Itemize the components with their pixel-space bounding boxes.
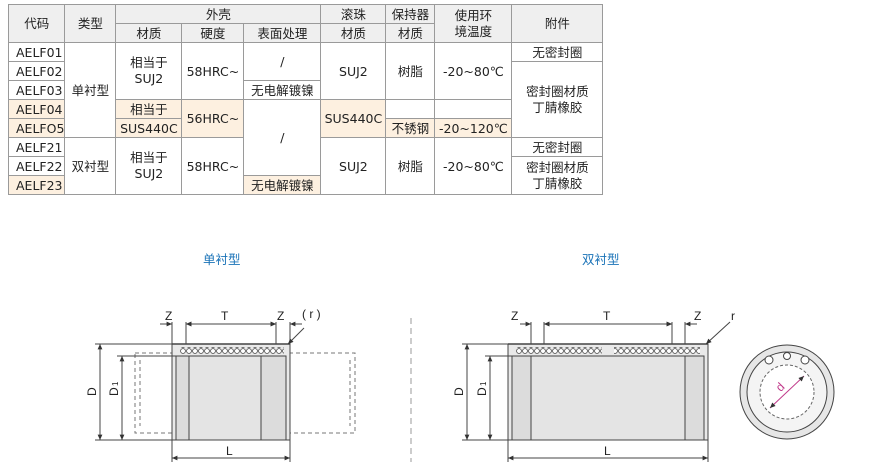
accessory-cell: 无密封圈 xyxy=(511,42,604,62)
type-cell: 双衬型 xyxy=(64,137,117,195)
double-type-drawing xyxy=(462,321,835,462)
surface-cell: 无电解镀镍 xyxy=(243,175,322,195)
dim-t: T xyxy=(221,309,229,323)
dim-l: L xyxy=(226,444,233,458)
single-type-caption: 单衬型 xyxy=(203,252,241,267)
dim-r: ( r ) xyxy=(302,307,321,321)
ball-material-cell: SUS440C xyxy=(320,99,387,138)
dim-z-left: Z xyxy=(511,309,518,323)
header-retainer: 保持器 xyxy=(385,4,436,24)
accessory-cell: 无密封圈 xyxy=(511,137,604,157)
header-ball: 滚珠 xyxy=(320,4,387,24)
ball-material-cell: SUJ2 xyxy=(320,42,387,100)
code-cell: AELF22 xyxy=(7,156,66,176)
retainer-material-cell: 树脂 xyxy=(385,42,436,100)
dim-d1-subscript: 1 xyxy=(479,381,488,386)
dim-d1-subscript: 1 xyxy=(111,381,120,386)
header-outer: 外壳 xyxy=(115,4,322,24)
spec-table: 代码 类型 外壳 滚珠 保持器 使用环 境温度 附件 材质 硬度 表面处理 材质… xyxy=(7,4,604,195)
code-cell: AELF04 xyxy=(7,99,66,119)
temp-cell: -20~80℃ xyxy=(434,42,513,100)
dim-d: D xyxy=(452,387,466,396)
hardness-cell: 58HRC~ xyxy=(181,42,245,100)
dim-z-right: Z xyxy=(277,309,284,323)
code-cell: AELF01 xyxy=(7,42,66,62)
dim-d1: D xyxy=(475,387,489,396)
material-cell: 相当于 SUJ2 xyxy=(115,42,183,100)
dim-z-left: Z xyxy=(165,309,172,323)
dim-t: T xyxy=(603,309,611,323)
accessory-cell: 密封圈材质 丁腈橡胶 xyxy=(511,156,604,195)
dim-d1: D xyxy=(107,387,121,396)
double-type-caption: 双衬型 xyxy=(582,252,620,267)
retainer-material-cell: 树脂 xyxy=(385,137,436,195)
header-retainer-material: 材质 xyxy=(385,23,436,43)
header-accessory: 附件 xyxy=(511,4,604,43)
retainer-material-cell: 不锈钢 xyxy=(385,118,436,138)
header-code: 代码 xyxy=(7,4,66,43)
code-cell: AELF21 xyxy=(7,137,66,157)
surface-cell: 无电解镀镍 xyxy=(243,80,322,100)
dim-l: L xyxy=(604,444,611,458)
temp-cell: -20~80℃ xyxy=(434,137,513,195)
material-cell: SUS440C xyxy=(115,118,183,138)
dim-z-right: Z xyxy=(694,309,701,323)
type-cell: 单衬型 xyxy=(64,42,117,138)
accessory-cell: 密封圈材质 丁腈橡胶 xyxy=(511,61,604,138)
material-cell: 相当于 xyxy=(115,99,183,119)
dim-r: r xyxy=(731,309,735,323)
dim-d: D xyxy=(85,387,99,396)
header-ball-material: 材质 xyxy=(320,23,387,43)
code-cell: AELF23 xyxy=(7,175,66,195)
single-type-labels: Z T Z ( r ) D D 1 L xyxy=(85,307,321,458)
header-outer-surface: 表面处理 xyxy=(243,23,322,43)
header-outer-hardness: 硬度 xyxy=(181,23,245,43)
header-outer-material: 材质 xyxy=(115,23,183,43)
single-type-drawing xyxy=(95,321,356,462)
hardness-cell: 58HRC~ xyxy=(181,137,245,195)
material-cell: 相当于 SUJ2 xyxy=(115,137,183,195)
